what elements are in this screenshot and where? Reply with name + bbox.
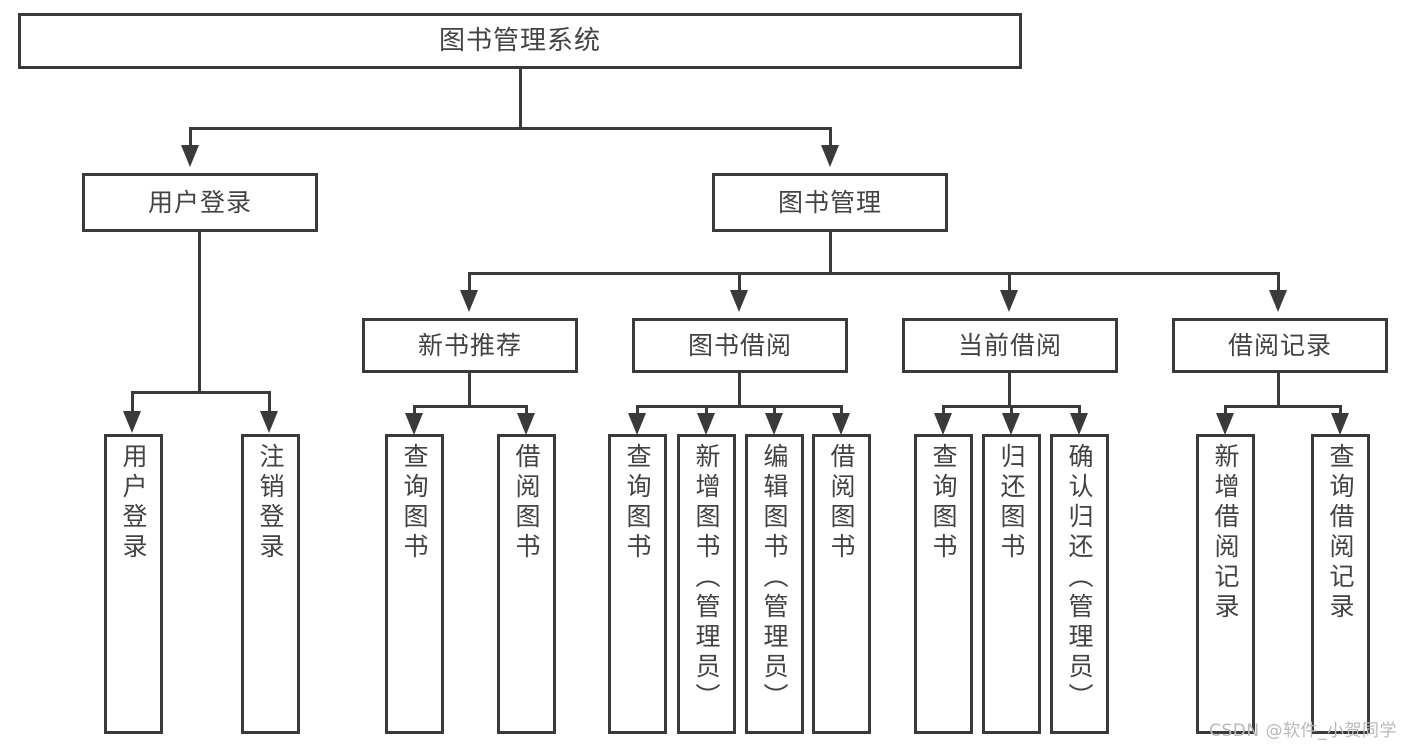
connector-user-login-leg-1 — [131, 391, 134, 411]
connector-book-mgmt-leg-2 — [738, 272, 741, 290]
node-book-borrow[interactable]: 图书借阅 — [632, 318, 848, 373]
connector-borrow-record-stem — [1277, 373, 1280, 405]
connector-borrow-record-bus — [1224, 405, 1342, 408]
connector-new-book-leg-1 — [413, 405, 416, 413]
node-label: 图书借阅 — [687, 330, 792, 360]
arrowhead-to-borrow-record — [1269, 290, 1287, 312]
connector-new-book-stem — [468, 373, 471, 405]
leaf-label: 编辑图书（管理员） — [760, 443, 789, 713]
arrowhead-to-book-borrow — [730, 290, 748, 312]
connector-current-borrow-leg-3 — [1078, 405, 1081, 413]
connector-book-borrow-leg-2 — [705, 405, 708, 413]
connector-root-stem — [519, 69, 522, 127]
connector-root-bus — [189, 127, 832, 130]
leaf-confirm-return-admin[interactable]: 确认归还（管理员） — [1050, 434, 1109, 734]
leaf-label: 查询图书 — [929, 443, 958, 563]
arrowhead-to-new-book-recommend — [460, 290, 478, 312]
node-label: 图书管理系统 — [438, 25, 601, 56]
node-root-book-management-system[interactable]: 图书管理系统 — [18, 13, 1022, 69]
connector-book-borrow-leg-3 — [773, 405, 776, 413]
connector-current-borrow-leg-1 — [942, 405, 945, 413]
connector-book-mgmt-leg-4 — [1277, 272, 1280, 290]
node-label: 新书推荐 — [417, 330, 522, 360]
leaf-label: 借阅图书 — [512, 443, 541, 563]
arrowhead-to-edit-book-bb — [765, 413, 783, 435]
arrowhead-to-add-book-bb — [697, 413, 715, 435]
connector-borrow-record-leg-2 — [1339, 405, 1342, 413]
leaf-borrow-book-new-recommend[interactable]: 借阅图书 — [497, 434, 556, 734]
node-label: 用户登录 — [147, 187, 252, 217]
leaf-query-book-borrow[interactable]: 查询图书 — [608, 434, 667, 734]
leaf-add-borrow-record[interactable]: 新增借阅记录 — [1196, 434, 1255, 734]
leaf-label: 归还图书 — [997, 443, 1026, 563]
arrowhead-to-query-borrow-record — [1331, 413, 1349, 435]
connector-new-book-leg-2 — [525, 405, 528, 413]
connector-book-mgmt-leg-3 — [1008, 272, 1011, 290]
leaf-logout[interactable]: 注销登录 — [241, 434, 300, 734]
node-user-login[interactable]: 用户登录 — [82, 173, 318, 232]
leaf-label: 确认归还（管理员） — [1065, 443, 1094, 713]
node-label: 借阅记录 — [1227, 330, 1332, 360]
leaf-query-borrow-record[interactable]: 查询借阅记录 — [1311, 434, 1370, 734]
leaf-user-login[interactable]: 用户登录 — [104, 434, 163, 734]
arrowhead-to-user-login-leaf — [123, 411, 141, 433]
connector-book-mgmt-bus — [468, 272, 1280, 275]
arrowhead-to-borrow-book-nb — [517, 413, 535, 435]
arrowhead-to-query-book-bb — [628, 413, 646, 435]
connector-new-book-bus — [413, 405, 528, 408]
leaf-return-book[interactable]: 归还图书 — [982, 434, 1041, 734]
leaf-label: 查询图书 — [623, 443, 652, 563]
connector-book-borrow-bus — [636, 405, 843, 408]
node-label: 当前借阅 — [957, 330, 1062, 360]
leaf-query-book-new-recommend[interactable]: 查询图书 — [385, 434, 444, 734]
node-label: 图书管理 — [777, 187, 882, 217]
arrowhead-to-book-management — [821, 145, 839, 167]
connector-current-borrow-leg-2 — [1010, 405, 1013, 413]
arrowhead-to-current-borrow — [1000, 290, 1018, 312]
leaf-label: 查询图书 — [400, 443, 429, 563]
connector-book-borrow-leg-4 — [840, 405, 843, 413]
leaf-label: 用户登录 — [119, 443, 148, 563]
arrowhead-to-add-borrow-record — [1216, 413, 1234, 435]
connector-root-leg-left — [189, 127, 192, 145]
arrowhead-to-borrow-book-bb — [832, 413, 850, 435]
leaf-add-book-admin[interactable]: 新增图书（管理员） — [677, 434, 736, 734]
leaf-borrow-book[interactable]: 借阅图书 — [812, 434, 871, 734]
connector-user-login-bus — [131, 391, 271, 394]
leaf-label: 新增借阅记录 — [1211, 443, 1240, 623]
leaf-edit-book-admin[interactable]: 编辑图书（管理员） — [745, 434, 804, 734]
connector-user-login-leg-2 — [268, 391, 271, 411]
node-book-management[interactable]: 图书管理 — [712, 173, 948, 232]
connector-current-borrow-stem — [1008, 373, 1011, 405]
arrowhead-to-user-login — [181, 145, 199, 167]
arrowhead-to-query-book-cb — [934, 413, 952, 435]
arrowhead-to-query-book-nb — [405, 413, 423, 435]
connector-book-borrow-leg-1 — [636, 405, 639, 413]
connector-user-login-stem — [198, 232, 201, 391]
arrowhead-to-logout-leaf — [260, 411, 278, 433]
leaf-label: 查询借阅记录 — [1326, 443, 1355, 623]
connector-borrow-record-leg-1 — [1224, 405, 1227, 413]
leaf-label: 新增图书（管理员） — [692, 443, 721, 713]
node-current-borrow[interactable]: 当前借阅 — [902, 318, 1118, 373]
connector-root-leg-right — [829, 127, 832, 145]
node-new-book-recommend[interactable]: 新书推荐 — [362, 318, 578, 373]
connector-book-mgmt-leg-1 — [468, 272, 471, 290]
leaf-label: 注销登录 — [256, 443, 285, 563]
leaf-label: 借阅图书 — [827, 443, 856, 563]
connector-book-mgmt-stem — [829, 232, 832, 272]
node-borrow-record[interactable]: 借阅记录 — [1172, 318, 1388, 373]
arrowhead-to-confirm-return-cb — [1070, 413, 1088, 435]
arrowhead-to-return-book-cb — [1002, 413, 1020, 435]
connector-book-borrow-stem — [738, 373, 741, 405]
csdn-watermark: CSDN @软件_小贺同学 — [1209, 721, 1397, 741]
leaf-query-book-current[interactable]: 查询图书 — [914, 434, 973, 734]
